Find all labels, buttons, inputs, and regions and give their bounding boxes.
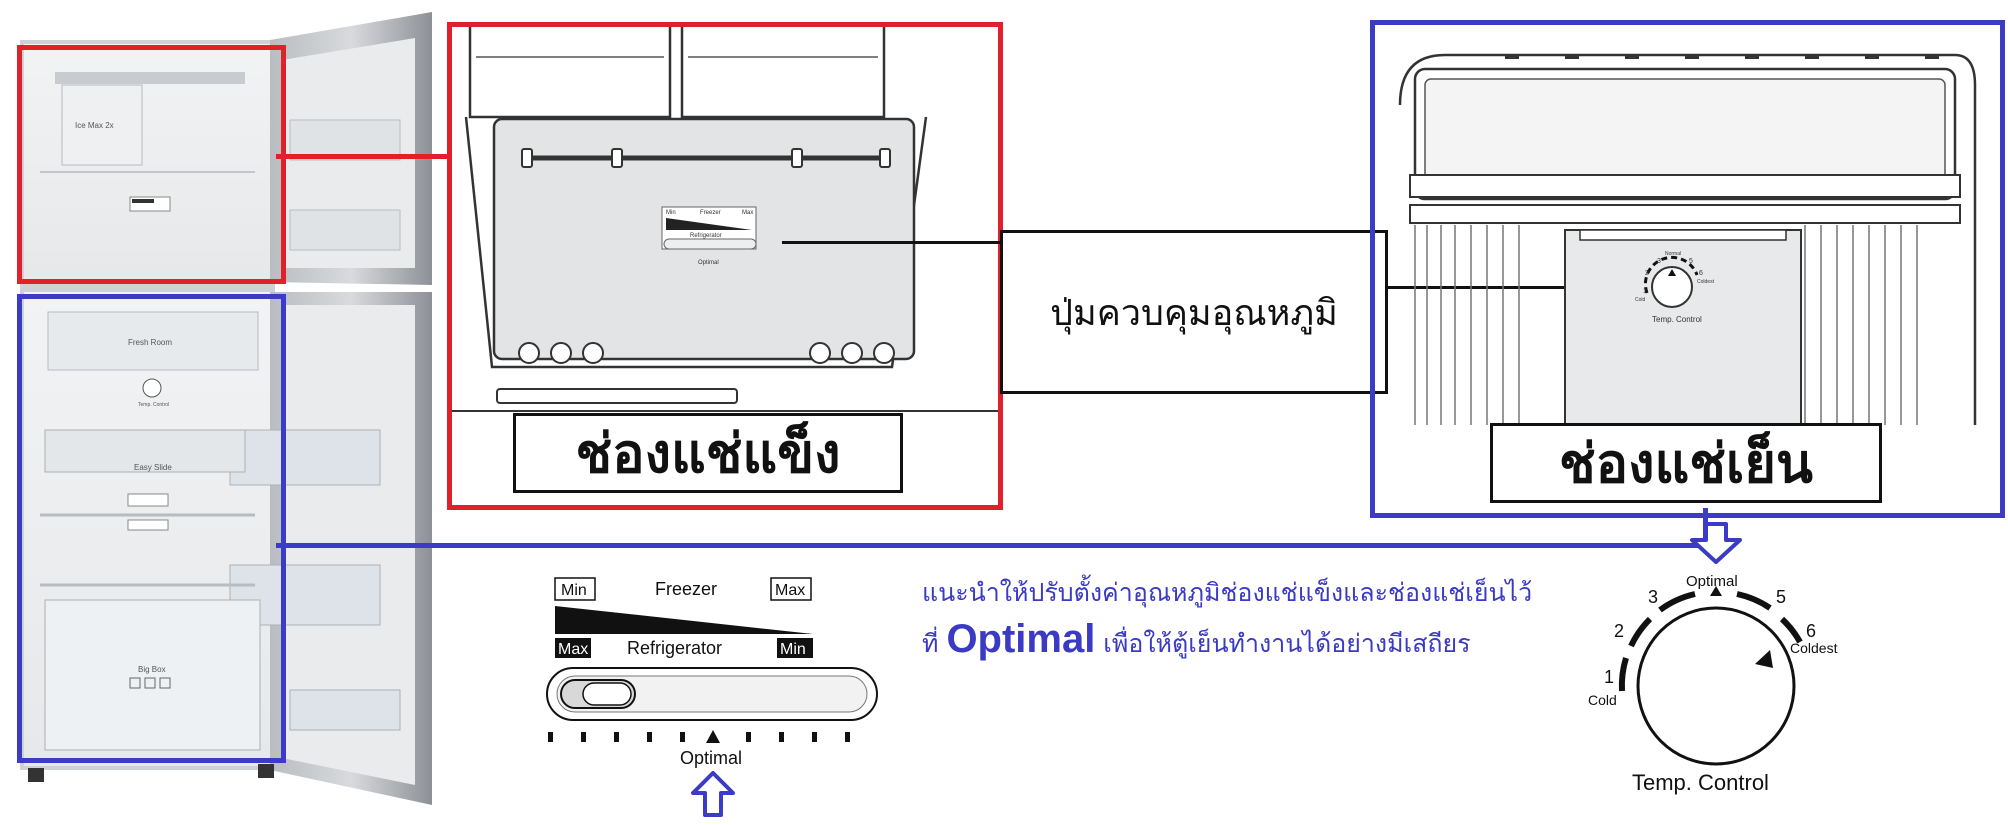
dial-knob[interactable] — [1636, 606, 1796, 766]
temp-control-pointer-line-left — [782, 241, 1000, 244]
dial-coldest-label: Coldest — [1790, 640, 1838, 656]
slider-optimal-label: Optimal — [680, 748, 742, 768]
dial-temp-control: Optimal 1 Cold 2 3 5 6 Coldest Temp. Con… — [1588, 522, 1838, 795]
panel-min-label: Min — [666, 210, 676, 216]
panel-optimal-label: Optimal — [698, 260, 719, 266]
zoom-dial-num-2: 2 — [1645, 270, 1649, 277]
dial-cold-label: Cold — [1588, 692, 1617, 708]
dial-num-5: 5 — [1776, 587, 1786, 607]
slider-up-arrow-icon — [691, 771, 735, 817]
dial-pointer-icon — [1755, 650, 1773, 668]
slider-temp-control: Min Freezer Max Max Refrigerator Min Opt… — [546, 577, 878, 817]
zoom-dial-normal-label: Normal — [1665, 251, 1681, 257]
panel-refrigerator-label: Refrigerator — [690, 233, 722, 239]
zoom-dial-coldest-label: Coldest — [1697, 279, 1715, 285]
temp-control-pointer-line-right — [1385, 286, 1625, 289]
freezer-zoom-illustration: Min Freezer Max Refrigerator Optimal — [452, 27, 998, 412]
small-temp-control-label: Temp. Control — [138, 402, 169, 408]
panel-freezer-label: Freezer — [700, 210, 721, 216]
zoom-dial-cold-label: Cold — [1635, 297, 1646, 303]
fridge-zoom-illustration: 1 2 3 5 6 Normal Cold Coldest Temp. Cont… — [1398, 53, 1977, 425]
refrigerator-photo: Ice Max 2x Fresh Room Temp. Control Easy… — [20, 12, 432, 805]
zoom-dial-num-5: 5 — [1689, 258, 1693, 265]
dial-temp-control-caption: Temp. Control — [1632, 770, 1769, 795]
optimal-marker-icon — [706, 730, 720, 743]
recommendation-note: แนะนำให้ปรับตั้งค่าอุณหภูมิช่องแช่แข็งแล… — [922, 570, 1542, 667]
fridge-compartment-label-box: ช่องแช่เย็น — [1490, 423, 1882, 503]
dial-num-6: 6 — [1806, 621, 1816, 641]
dial-optimal-label: Optimal — [1686, 573, 1738, 590]
slider-max-top-label: Max — [775, 582, 805, 599]
dial-down-arrow-icon — [1690, 522, 1742, 564]
dial-num-1: 1 — [1604, 667, 1614, 687]
zoom-temp-control-caption: Temp. Control — [1652, 315, 1702, 324]
freezer-connector-line — [276, 154, 449, 159]
zoom-dial-num-6: 6 — [1699, 270, 1703, 277]
fridge-connector-line — [276, 543, 1708, 548]
freezer-gradient-wedge — [555, 606, 813, 634]
zoom-dial-num-3: 3 — [1657, 258, 1661, 265]
freezer-highlight-frame — [17, 45, 286, 284]
easy-slide-label: Easy Slide — [134, 463, 172, 472]
temp-control-knob-label-box: ปุ่มควบคุมอุณหภูมิ — [1000, 230, 1388, 394]
slider-min-bottom-label: Min — [780, 641, 806, 658]
dial-num-3: 3 — [1648, 587, 1658, 607]
fridge-zoom-frame — [1370, 20, 2005, 518]
zoom-temp-dial-icon — [1651, 266, 1693, 308]
fresh-room-label: Fresh Room — [128, 338, 172, 347]
recommendation-part2: เพื่อให้ตู้เย็นทำงานได้อย่างมีเสถียร — [1103, 629, 1471, 658]
slider-freezer-label: Freezer — [655, 579, 717, 599]
recommendation-part1: แนะนำให้ปรับตั้งค่าอุณหภูมิช่องแช่แข็งแล… — [922, 578, 1533, 658]
dial-num-2: 2 — [1614, 621, 1624, 641]
slider-min-top-label: Min — [561, 582, 587, 599]
small-temp-dial-icon — [142, 378, 162, 398]
zoom-dial-num-1: 1 — [1643, 288, 1647, 295]
slider-refrigerator-label: Refrigerator — [627, 638, 722, 658]
panel-max-label: Max — [742, 210, 753, 216]
freezer-compartment-label-box: ช่องแช่แข็ง — [513, 413, 903, 493]
recommendation-optimal: Optimal — [946, 617, 1096, 661]
freezer-compartment-label: ช่องแช่แข็ง — [575, 422, 841, 485]
fridge-highlight-frame — [17, 294, 286, 763]
temp-control-knob-label: ปุ่มควบคุมอุณหภูมิ — [1050, 292, 1338, 334]
fridge-compartment-label: ช่องแช่เย็น — [1559, 432, 1813, 495]
slider-max-bottom-label: Max — [558, 641, 588, 658]
ice-tray-label: Ice Max 2x — [75, 121, 114, 130]
big-box-label: Big Box — [138, 665, 166, 674]
